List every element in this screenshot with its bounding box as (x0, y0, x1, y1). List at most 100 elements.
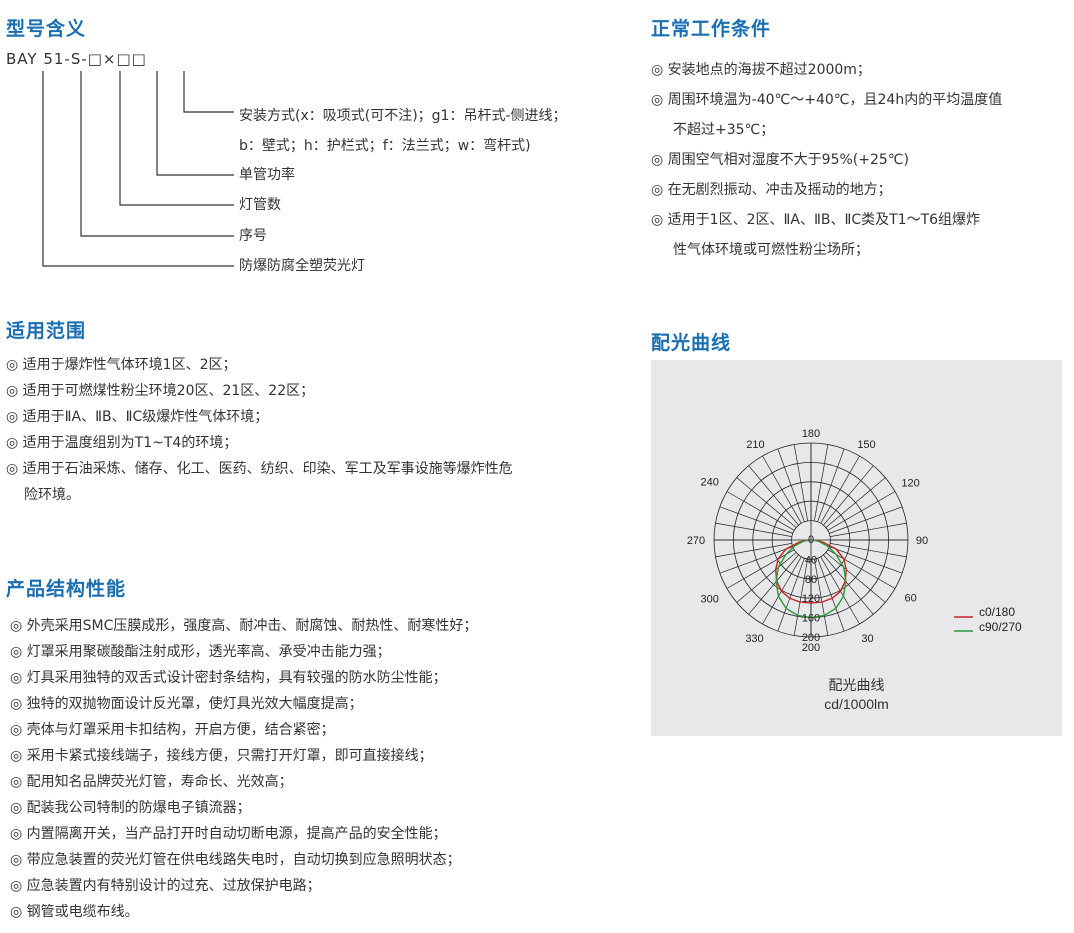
grid-spoke (820, 556, 860, 625)
grid-spoke (814, 559, 829, 636)
legend-label-c0-180: c0/180 (979, 605, 1015, 619)
list-item: ◎ 适用于1区、2区、ⅡA、ⅡB、ⅡC类及T1～T6组爆炸 (651, 212, 981, 228)
angle-label: 330 (745, 633, 763, 645)
grid-spoke (823, 554, 874, 615)
legend-label-c90-270: c90/270 (979, 620, 1022, 634)
grid-spoke (817, 558, 845, 632)
radial-label: 160 (802, 613, 820, 625)
grid-spoke (825, 552, 886, 603)
grid-spoke (719, 506, 793, 534)
list-item: ◎ 外壳采用SMC压膜成形，强度高、耐冲击、耐腐蚀、耐热性、耐寒性好； (10, 618, 478, 634)
list-item: ◎ 适用于石油采炼、储存、化工、医药、纺织、印染、军工及军事设施等爆炸性危 (6, 461, 513, 477)
grid-spoke (793, 444, 808, 521)
list-item: ◎ 带应急装置的荧光灯管在供电线路失电时，自动切换到应急照明状态； (10, 852, 461, 868)
polar-labels: 1801501209060302003303002702402100408012… (687, 428, 928, 654)
model-code-diagram (42, 71, 234, 267)
grid-spoke (736, 552, 797, 603)
application-scope-title: 适用范围 (6, 320, 87, 342)
list-item: 险环境。 (24, 487, 80, 503)
grid-spoke (715, 522, 792, 537)
working-conditions-list: ◎ 安装地点的海拔不超过2000m； ◎ 周围环境温为-40℃～+40℃，且24… (651, 55, 1002, 265)
grid-spoke (777, 558, 805, 632)
grid-spoke (793, 559, 808, 636)
grid-spoke (825, 477, 886, 528)
caption-line-2: cd/1000lm (824, 696, 889, 712)
product-features-list: ◎ 外壳采用SMC压膜成形，强度高、耐冲击、耐腐蚀、耐热性、耐寒性好； ◎ 灯罩… (10, 613, 477, 925)
curve-c90-270 (775, 539, 847, 619)
list-item: ◎ 配装我公司特制的防爆电子镇流器； (10, 800, 251, 816)
model-label-tube-count: 灯管数 (239, 197, 281, 213)
grid-spoke (715, 543, 792, 558)
polar-legend: c0/180 c90/270 (954, 605, 1022, 634)
grid-spoke (726, 549, 795, 589)
caption-line-1: 配光曲线 (828, 677, 885, 693)
working-conditions-title: 正常工作条件 (651, 18, 772, 40)
angle-label: 240 (700, 477, 718, 489)
list-item: ◎ 周围环境温为-40℃～+40℃，且24h内的平均温度值 (651, 92, 1003, 108)
model-label-install-mode: 安装方式(x：吸项式(可不注)；g1：吊杆式-侧进线； (239, 108, 567, 124)
grid-spoke (762, 556, 802, 625)
grid-spoke (726, 491, 795, 531)
angle-label: 120 (901, 478, 919, 490)
list-item: ◎ 灯具采用独特的双舌式设计密封条结构，具有较强的防水防尘性能； (10, 670, 447, 686)
radial-label: 0 (808, 534, 814, 546)
light-curve-title: 配光曲线 (651, 332, 732, 354)
list-item: ◎ 灯罩采用聚碳酸酯注射成形，透光率高、承受冲击能力强； (10, 644, 391, 660)
grid-spoke (777, 448, 805, 522)
angle-label: 150 (857, 439, 875, 451)
list-item: ◎ 适用于温度组别为T1~T4的环境； (6, 435, 238, 451)
grid-spoke (820, 455, 860, 524)
angle-label: 300 (700, 594, 718, 606)
list-item: 性气体环境或可燃性粉尘场所； (673, 242, 869, 258)
product-features-title: 产品结构性能 (6, 578, 127, 600)
list-item: ◎ 安装地点的海拔不超过2000m； (651, 62, 871, 78)
list-item: ◎ 应急装置内有特别设计的过充、过放保护电路； (10, 878, 321, 894)
grid-spoke (830, 543, 907, 558)
grid-spoke (748, 554, 799, 615)
grid-spoke (827, 549, 896, 589)
radial-label: 40 (805, 554, 817, 566)
grid-spoke (823, 465, 874, 526)
model-label-product-name: 防爆防腐全塑荧光灯 (239, 258, 365, 274)
list-item: ◎ 配用知名品牌荧光灯管，寿命长、光效高； (10, 774, 293, 790)
list-item: ◎ 钢管或电缆布线。 (10, 904, 139, 920)
application-scope-list: ◎ 适用于爆炸性气体环境1区、2区； ◎ 适用于可燃煤性粉尘环境20区、21区、… (6, 352, 513, 508)
angle-label: 270 (687, 535, 705, 547)
angle-label: 60 (904, 593, 916, 605)
model-label-power: 单管功率 (239, 167, 295, 183)
list-item: ◎ 内置隔离开关，当产品打开时自动切断电源，提高产品的安全性能； (10, 826, 447, 842)
light-curve-caption: 配光曲线 cd/1000lm (651, 676, 1062, 714)
grid-spoke (829, 506, 903, 534)
grid-spoke (719, 546, 793, 574)
list-item: ◎ 独特的双抛物面设计反光罩，使灯具光效大幅度提高； (10, 696, 363, 712)
list-item: ◎ 采用卡紧式接线端子，接线方便，只需打开灯罩，即可直接接线； (10, 748, 433, 764)
angle-label: 30 (861, 633, 873, 645)
polar-curves (774, 539, 848, 619)
grid-spoke (817, 448, 845, 522)
list-item: ◎ 适用于爆炸性气体环境1区、2区； (6, 357, 237, 373)
grid-spoke (827, 491, 896, 531)
angle-label: 180 (802, 428, 820, 440)
list-item: ◎ 适用于ⅡA、ⅡB、ⅡC级爆炸性气体环境； (6, 409, 269, 425)
model-meaning-title: 型号含义 (6, 18, 87, 40)
radial-label: 200 (802, 632, 820, 644)
polar-grid (713, 442, 909, 638)
grid-spoke (748, 465, 799, 526)
list-item: ◎ 在无剧烈振动、冲击及摇动的地方； (651, 182, 892, 198)
curve-c0-180 (774, 539, 848, 604)
grid-spoke (814, 444, 829, 521)
radial-label: 80 (805, 574, 817, 586)
list-item: 不超过+35℃； (673, 122, 775, 138)
list-item: ◎ 周围空气相对湿度不大于95%(+25℃) (651, 152, 909, 168)
grid-spoke (830, 522, 907, 537)
angle-label: 200 (802, 642, 820, 654)
model-code: BAY 51-S-□×□□ (6, 50, 147, 68)
polar-chart: 1801501209060302003303002702402100408012… (687, 428, 1022, 654)
model-label-install-mode-cont: b：壁式；h：护栏式；f：法兰式；w：弯杆式) (239, 138, 531, 154)
list-item: ◎ 壳体与灯罩采用卡扣结构，开启方便，结合紧密； (10, 722, 335, 738)
radial-label: 120 (802, 593, 820, 605)
angle-label: 90 (916, 535, 928, 547)
list-item: ◎ 适用于可燃煤性粉尘环境20区、21区、22区； (6, 383, 315, 399)
grid-spoke (762, 455, 802, 524)
